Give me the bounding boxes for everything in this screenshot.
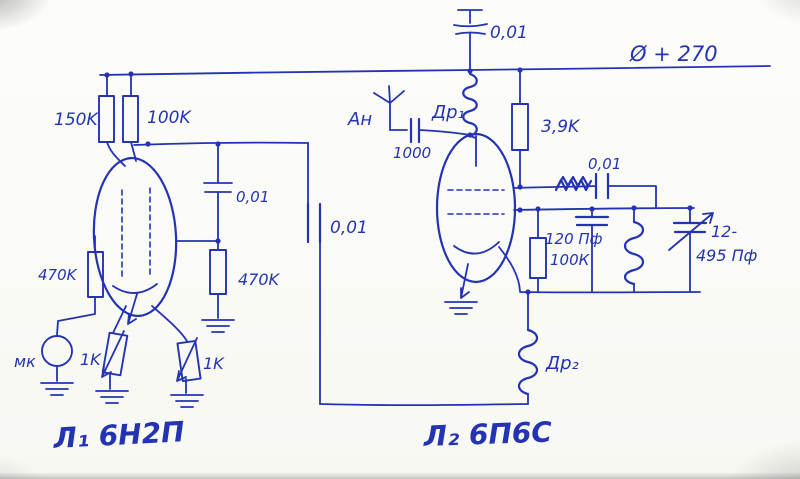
resistor-39k-body xyxy=(512,104,528,150)
antenna-label: Ан xyxy=(347,109,372,130)
resistor-1k-right-body xyxy=(177,341,200,381)
capacitor-coupling-label: 0,01 xyxy=(330,218,368,238)
resistor-150k: 150K xyxy=(54,75,125,166)
tube1-label: Л₁ 6Н2П xyxy=(52,415,186,455)
ground-symbol xyxy=(202,320,234,332)
ink-scribble xyxy=(556,180,591,190)
resistor-100k-2-label: 100К xyxy=(550,251,591,269)
capacitor-variable-label-2: 495 Пф xyxy=(696,246,757,265)
capacitor-variable: 12- 495 Пф xyxy=(669,210,757,292)
resistor-1k-right: 1K xyxy=(152,306,225,407)
ink-scribble xyxy=(558,177,588,186)
power-rail: Ø + 270 xyxy=(100,42,770,75)
resistor-470k-left-label: 470K xyxy=(38,266,78,284)
choke-dr2: Др₂ xyxy=(519,292,579,404)
tube-6p6s-envelope xyxy=(437,134,515,282)
tube-6n2p: Л₁ 6Н2П xyxy=(52,156,186,455)
resistor-100k: 100K xyxy=(123,74,192,161)
resistor-1k-right-label: 1K xyxy=(203,354,225,373)
resistor-39k-label: 3,9K xyxy=(541,117,581,137)
resistor-470k-right: 470K xyxy=(176,241,281,332)
resistor-470k-left: 470K xyxy=(38,236,103,335)
ground-symbol xyxy=(41,383,73,395)
tube-6p6s: Л₂ 6П6С xyxy=(422,134,553,453)
plate-wire xyxy=(134,143,308,145)
ground-symbol xyxy=(445,302,477,314)
capacitor-1000: 1000 xyxy=(393,119,470,162)
capacitor-120pf-label: 120 Пф xyxy=(545,230,603,248)
choke-dr1-label: Др₁ xyxy=(431,102,465,123)
bottom-bus xyxy=(499,247,700,292)
capacitor-120pf: 120 Пф xyxy=(545,210,608,292)
ground-symbol xyxy=(171,395,203,407)
resistor-470k-right-label: 470K xyxy=(238,270,281,289)
capacitor-coupling: 0,01 xyxy=(308,143,368,404)
resistor-100k-body xyxy=(123,96,138,142)
resistor-1k-left-label: 1K xyxy=(80,350,102,369)
microphone: мк xyxy=(14,336,73,395)
tube-6n2p-envelope xyxy=(90,156,180,318)
ground-symbol xyxy=(96,391,128,403)
resistor-100k-2: 100К xyxy=(530,210,591,292)
choke-dr1: Др₁ xyxy=(431,74,477,138)
choke-dr2-label: Др₂ xyxy=(545,353,579,374)
tank-line xyxy=(514,208,694,210)
resistor-100k-label: 100K xyxy=(147,108,192,128)
capacitor-top: 0,01 xyxy=(454,10,528,71)
junction-dots xyxy=(104,67,693,295)
resistor-470k-right-body xyxy=(210,250,226,294)
capacitor-out-label: 0,01 xyxy=(588,155,621,173)
bottom-wire xyxy=(320,404,528,405)
resistor-1k-left-body xyxy=(103,333,128,376)
microphone-label: мк xyxy=(14,352,36,371)
resistor-1k-left: 1K xyxy=(80,306,128,403)
microphone-body xyxy=(42,336,72,366)
resistor-150k-body xyxy=(99,96,114,142)
resistor-100k-2-body xyxy=(530,238,546,278)
capacitor-top-label: 0,01 xyxy=(490,23,528,43)
capacitor-grid-label: 0,01 xyxy=(236,188,269,206)
tank-coil xyxy=(625,210,643,292)
capacitor-grid: 0,01 xyxy=(204,144,269,250)
resistor-150k-label: 150K xyxy=(54,110,99,130)
output-line: 0,01 xyxy=(514,155,656,208)
capacitor-variable-label-1: 12- xyxy=(711,222,737,241)
supply-voltage-label: Ø + 270 xyxy=(629,42,718,66)
tube2-label: Л₂ 6П6С xyxy=(422,416,553,454)
antenna: Ан xyxy=(347,86,407,130)
capacitor-1000-label: 1000 xyxy=(393,144,431,162)
resistor-39k: 3,9K xyxy=(512,70,581,186)
